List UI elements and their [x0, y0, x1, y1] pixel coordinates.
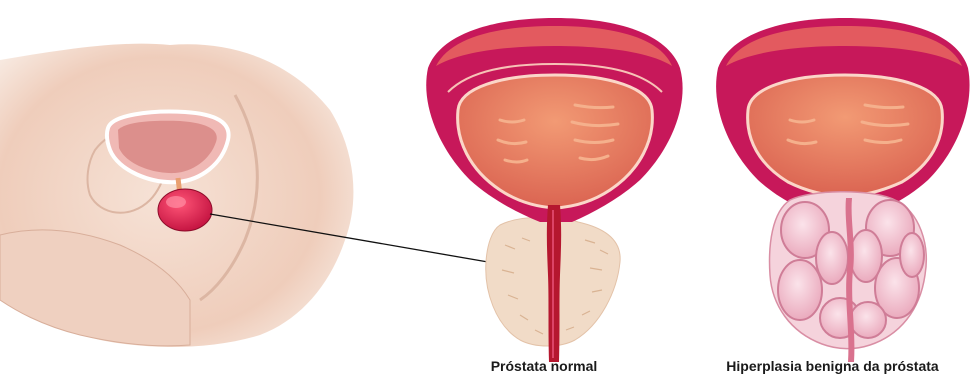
prostate-small-highlight [166, 196, 186, 208]
normal-prostate-diagram [426, 18, 682, 362]
prostate-small [158, 189, 212, 231]
urethra-normal [547, 205, 561, 362]
caption-bph: Hiperplasia benigna da próstata [700, 358, 965, 374]
bph-prostate-diagram [716, 18, 969, 362]
caption-normal-prostate: Próstata normal [470, 358, 618, 374]
pelvis-side-view [0, 44, 353, 347]
